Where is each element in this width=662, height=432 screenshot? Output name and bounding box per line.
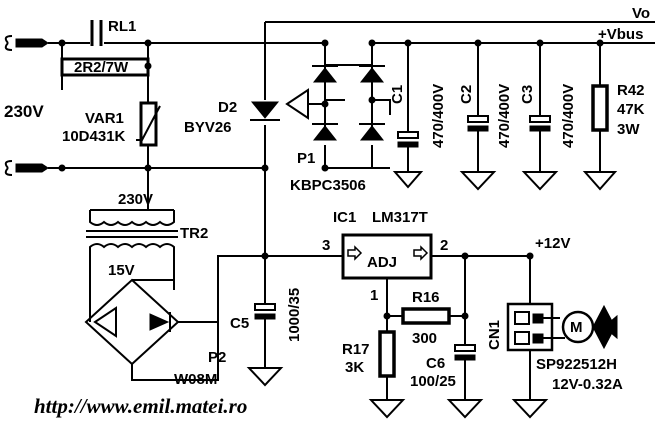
c6-value: 100/25 [410,373,456,390]
mains-input-terminals [4,35,49,176]
capacitor-c2 [459,43,497,191]
resistor-r42 [582,43,618,191]
r42-value: 47K [617,101,645,118]
c2-label: C2 [458,85,475,104]
inrush-resistor-label: 2R2/7W [74,59,129,76]
c2-value: 470/400V [496,84,513,148]
v12-label: +12V [535,235,570,252]
vo-label: Vo [632,5,650,22]
c6-label: C6 [426,355,445,372]
diode-d2 [250,101,280,121]
ic1-value: LM317T [372,209,428,226]
relay-contact-rl1 [90,20,103,46]
capacitor-c3 [521,43,559,191]
varistor-var1 [136,90,161,147]
r17-label: R17 [342,341,370,358]
relay-label: RL1 [108,18,136,35]
pin1-label: 1 [370,287,378,304]
resistor-r17 [368,330,406,419]
capacitor-c1 [392,43,424,189]
c1-label: C1 [389,85,406,104]
c5-label: C5 [230,315,249,332]
c3-label: C3 [519,85,536,104]
adj-label: ADJ [367,254,397,271]
connector-cn1 [506,256,565,419]
cn1-label: CN1 [486,320,503,350]
bridge-rectifier-p2 [84,255,343,381]
bridge-label: P1 [297,150,315,167]
mains-voltage-label: 230V [4,102,44,121]
c5-value: 1000/35 [286,288,303,342]
fan-rating-label: 12V-0.32A [552,376,623,393]
c1-value: 470/400V [430,84,447,148]
c3-value: 470/400V [560,84,577,148]
tr-secondary-label: 15V [108,262,135,279]
tr-primary-label: 230V [118,191,153,208]
resistor-r16 [387,307,465,325]
regulator-ic1 [341,233,433,280]
pin3-label: 3 [322,237,330,254]
p2-value: W08M [174,371,217,388]
d2-label: D2 [218,99,237,116]
ic1-label: IC1 [333,209,356,226]
bridge-rectifier-p1 [285,65,391,169]
bridge-value: KBPC3506 [290,177,366,194]
transformer-tr2 [86,209,178,260]
r16-value: 300 [412,330,437,347]
vbus-label: +Vbus [598,26,643,43]
p2-label: P2 [208,349,226,366]
capacitor-c5 [246,256,284,387]
website-url: http://www.emil.matei.ro [34,394,247,418]
varistor-value: 10D431K [62,128,126,145]
tr2-label: TR2 [180,225,208,242]
r17-value: 3K [345,359,364,376]
fan-model-label: SP922512H [536,356,617,373]
r42-power: 3W [617,121,640,138]
r16-label: R16 [412,289,440,306]
pin2-label: 2 [440,237,448,254]
d2-value: BYV26 [184,119,232,136]
r42-label: R42 [617,82,645,99]
capacitor-c6 [446,344,484,419]
varistor-label: VAR1 [85,110,124,127]
fan-motor [561,304,618,350]
motor-symbol-label: M [570,319,583,336]
